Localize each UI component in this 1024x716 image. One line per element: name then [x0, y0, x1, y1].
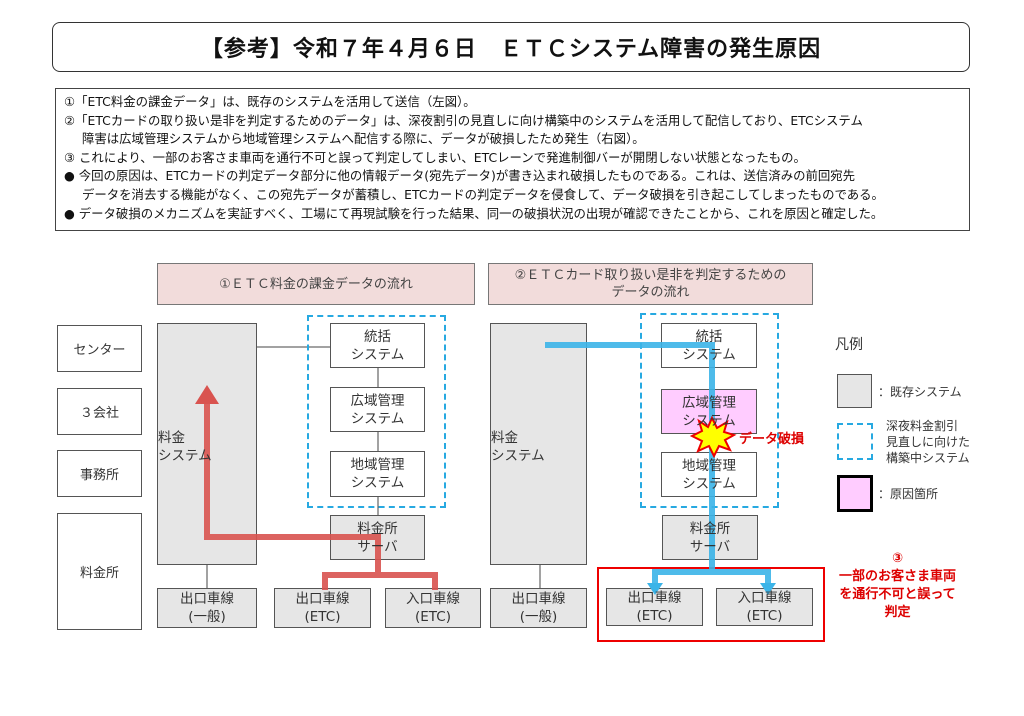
right-chiiki-system: 地域管理システム	[661, 452, 757, 497]
page-title: 【参考】令和７年４月６日 ＥＴＣシステム障害の発生原因	[52, 22, 970, 72]
label: 出口車線	[627, 590, 682, 606]
row-label-tollgate: 料金所	[57, 513, 142, 630]
label: システム	[350, 475, 405, 491]
label: 広域管理	[350, 392, 405, 409]
note-3: ③ これにより、一部のお客さま車両を通行不可と誤って判定してしまい、ETCレーン…	[64, 149, 806, 165]
label: 構築中システム	[886, 451, 970, 465]
label: 統括	[364, 328, 391, 345]
label: サーバ	[357, 538, 398, 555]
label: 広域管理	[682, 394, 736, 411]
right-diagram-header: ②ＥＴＣカード取り扱い是非を判定するための データの流れ	[488, 263, 813, 305]
right-lane-entry-etc: 入口車線 (ETC)	[716, 588, 813, 626]
notes-box: ①「ETC料金の課金データ」は、既存のシステムを活用して送信（左図）。 ②「ET…	[55, 88, 970, 231]
right-lane-exit-general: 出口車線 (一般)	[490, 588, 587, 628]
label: (ETC)	[746, 608, 783, 624]
right-lane-exit-etc: 出口車線 (ETC)	[606, 588, 703, 626]
red-arrow-head	[195, 385, 219, 404]
legend-title: 凡例	[835, 337, 863, 353]
label: 入口車線	[737, 590, 792, 606]
label: システム	[682, 412, 736, 429]
label: システム	[682, 475, 736, 492]
note-2: ②「ETCカードの取り扱い是非を判定するためのデータ」は、深夜割引の見直しに向け…	[64, 112, 863, 128]
left-diagram-header: ①ＥＴＣ料金の課金データの流れ	[157, 263, 475, 305]
right-toll-system: 料金システム	[490, 323, 587, 565]
label: (一般)	[188, 609, 226, 625]
red-billing-flow	[204, 402, 438, 590]
legend-existing-label: ：既存システム	[878, 385, 962, 399]
label: 出口車線	[511, 591, 566, 607]
impact-line: を通行不可と誤って	[839, 587, 956, 602]
impact-number: ③	[891, 551, 903, 566]
row-label-center: センター	[57, 325, 142, 372]
label: 料金所	[689, 520, 731, 537]
legend-cause-swatch	[837, 475, 873, 512]
label: 深夜料金割引	[886, 419, 959, 433]
label: 出口車線	[180, 591, 234, 607]
label: 地域管理	[350, 457, 405, 473]
right-tollgate-server: 料金所サーバ	[662, 515, 758, 560]
label: サーバ	[689, 538, 731, 555]
label: システム	[350, 410, 405, 427]
right-header-line1: ②ＥＴＣカード取り扱い是非を判定するための	[514, 268, 787, 283]
label: (ETC)	[304, 609, 341, 625]
data-damage-label: データ破損	[739, 432, 805, 447]
left-chiiki-system: 地域管理システム	[330, 451, 425, 497]
impact-line: 判定	[884, 605, 911, 620]
note-2-cont: 障害は広域管理システムから地域管理システムへ配信する際に、データが破損したため発…	[82, 131, 645, 147]
left-tokatsu-system: 統括システム	[330, 323, 425, 368]
blue-judgement-flow	[545, 342, 771, 585]
legend-cause-label: ：原因箇所	[878, 487, 939, 501]
label: (一般)	[519, 609, 558, 625]
label: 入口車線	[406, 591, 460, 607]
label: システム	[491, 448, 545, 464]
row-label-office: 事務所	[57, 450, 142, 497]
legend-new-swatch	[837, 423, 873, 460]
note-1: ①「ETC料金の課金データ」は、既存のシステムを活用して送信（左図）。	[64, 94, 476, 109]
row-label-company: ３会社	[57, 388, 142, 435]
note-4-cont: データを消去する機能がなく、この宛先データが蓄積し、ETCカードの判定データを侵…	[82, 186, 884, 202]
left-koiki-system: 広域管理システム	[330, 387, 425, 432]
right-header-line2: データの流れ	[611, 285, 690, 300]
label: システム	[682, 346, 736, 363]
impact-line: 一部のお客さま車両	[838, 569, 956, 584]
label: 料金	[491, 430, 518, 446]
blue-arrow-head	[760, 583, 776, 595]
impact-note: ③ 一部のお客さま車両 を通行不可と誤って 判定	[830, 550, 965, 622]
label: (ETC)	[415, 609, 451, 625]
label: 地域管理	[682, 457, 736, 474]
blue-arrow-head	[647, 583, 663, 595]
note-5: ● データ破損のメカニズムを実証すべく、工場にて再現試験を行った結果、同一の破損…	[64, 205, 884, 221]
label: (ETC)	[636, 608, 673, 624]
label: 料金	[158, 430, 185, 446]
label: 出口車線	[295, 591, 350, 607]
legend-existing-swatch	[837, 374, 872, 408]
label: 見直しに向けた	[886, 435, 971, 449]
label: 料金所	[357, 520, 398, 537]
left-new-system-group	[307, 315, 446, 508]
label: 統括	[695, 328, 723, 345]
damage-burst-icon	[689, 415, 737, 459]
label: システム	[158, 448, 212, 464]
label: システム	[350, 346, 405, 363]
left-lane-exit-general: 出口車線 (一般)	[157, 588, 257, 628]
left-lane-exit-etc: 出口車線 (ETC)	[274, 588, 371, 628]
legend-new-label: 深夜料金割引 見直しに向けた 構築中システム	[886, 418, 970, 466]
note-4: ● 今回の原因は、ETCカードの判定データ部分に他の情報データ(宛先データ)が書…	[64, 168, 856, 184]
